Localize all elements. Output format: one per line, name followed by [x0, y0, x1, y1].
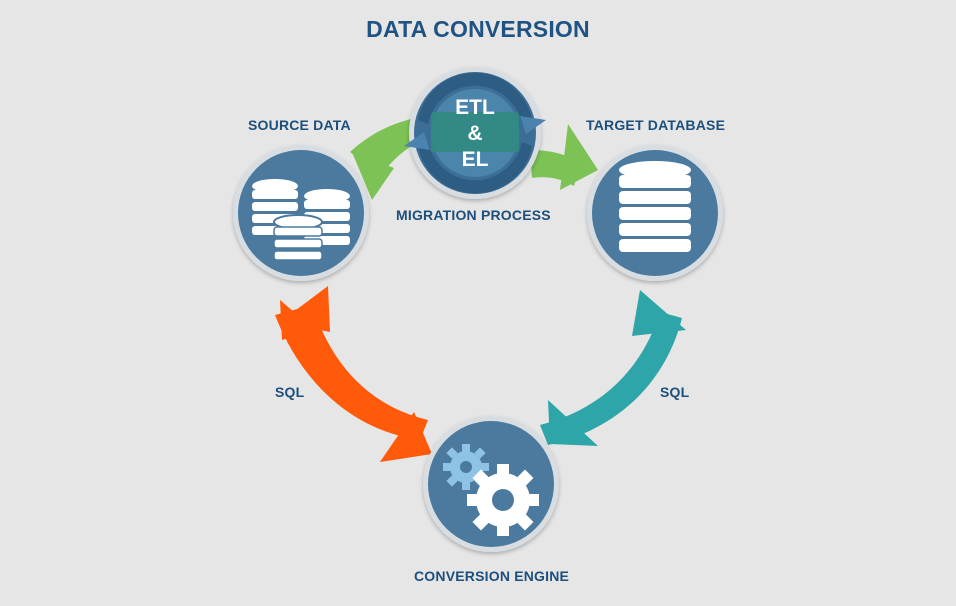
migration-line-3: EL: [462, 148, 489, 171]
migration-line-1: ETL: [455, 96, 495, 119]
target-database-label: TARGET DATABASE: [586, 117, 726, 133]
sql-left-label: SQL: [275, 384, 305, 400]
migration-line-2: &: [467, 122, 482, 145]
stacked-databases-icon: [252, 179, 350, 261]
migration-node: [409, 67, 541, 199]
database-icon: [619, 161, 691, 252]
conversion-engine-label: CONVERSION ENGINE: [414, 568, 570, 584]
migration-arrow-left: [350, 118, 424, 200]
gears-icon: [443, 444, 539, 536]
sql-left-arrow: [275, 286, 432, 462]
source-data-label: SOURCE DATA: [248, 117, 351, 133]
migration-process-label: MIGRATION PROCESS: [396, 207, 551, 223]
cycle-arrows-icon: [404, 72, 546, 194]
diagram-title: DATA CONVERSION: [366, 16, 590, 42]
sql-right-label: SQL: [660, 384, 690, 400]
sql-right-arrow: [540, 290, 686, 446]
migration-arrow-right: [530, 124, 598, 190]
